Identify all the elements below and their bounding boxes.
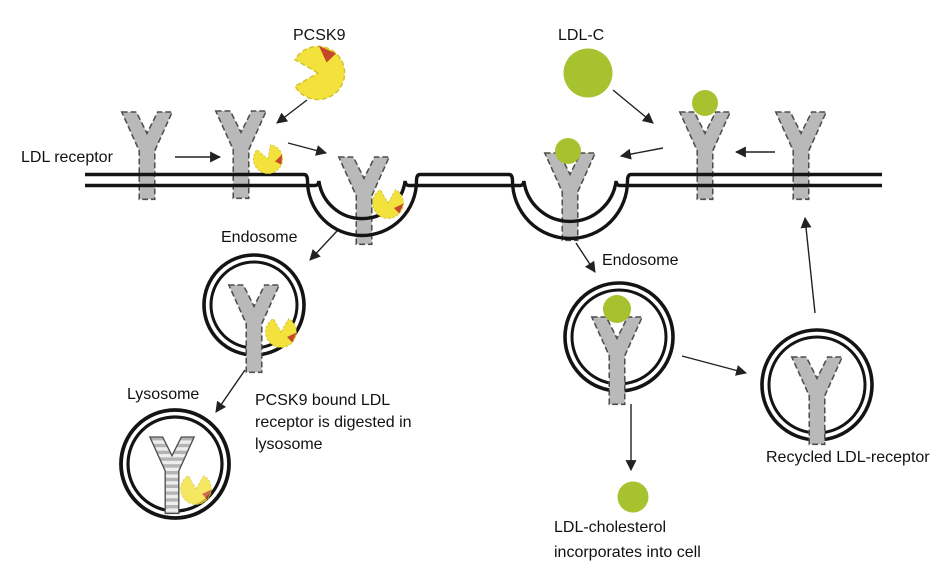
ldl-receptor-4-in-pit [544,152,596,242]
incorporation-note: LDL-cholesterol incorporates into cell [554,519,701,561]
pcsk9-bound-endosome [265,318,298,348]
ldlc-bound-pit [555,138,581,164]
pcsk9-bound-pit [372,189,405,219]
pcsk9-bound-membrane [249,141,288,179]
arrow-to-left-pit [287,142,328,156]
endosome-left-label: Endosome [221,229,298,246]
ldlc-released [617,481,649,513]
pcsk9-label: PCSK9 [293,27,346,44]
flow-arrows [175,89,816,472]
ldlc-bound-receptor [692,90,718,116]
ldl-receptor-endosome-right [591,316,643,406]
endosome-right-label: Endosome [602,252,679,269]
arrow-pit-to-endosome-left [309,230,338,261]
arrow-endosome-to-lysosome [215,369,246,413]
arrow-pcsk9-binding [276,99,308,124]
pcsk9-molecule-free [294,45,346,101]
ldlc-label: LDL-C [558,27,605,44]
arrow-recycle-to-membrane [800,216,816,314]
ldl-receptor-label: LDL receptor [21,149,113,166]
cell-membrane [85,172,882,241]
ldlc-in-endosome [603,295,631,323]
ldlc-particle-free [563,48,613,98]
arrow-ldlc-binding [612,89,654,124]
digestion-note: PCSK9 bound LDL receptor is digested in … [255,392,412,453]
arrow-to-right-pit [619,147,664,160]
arrow-pit-to-endosome-right [575,242,596,273]
arrow-endosome-to-recycled [681,355,748,376]
recycled-receptor-label: Recycled LDL-receptor [766,449,930,466]
lysosome-label: Lysosome [127,386,200,403]
